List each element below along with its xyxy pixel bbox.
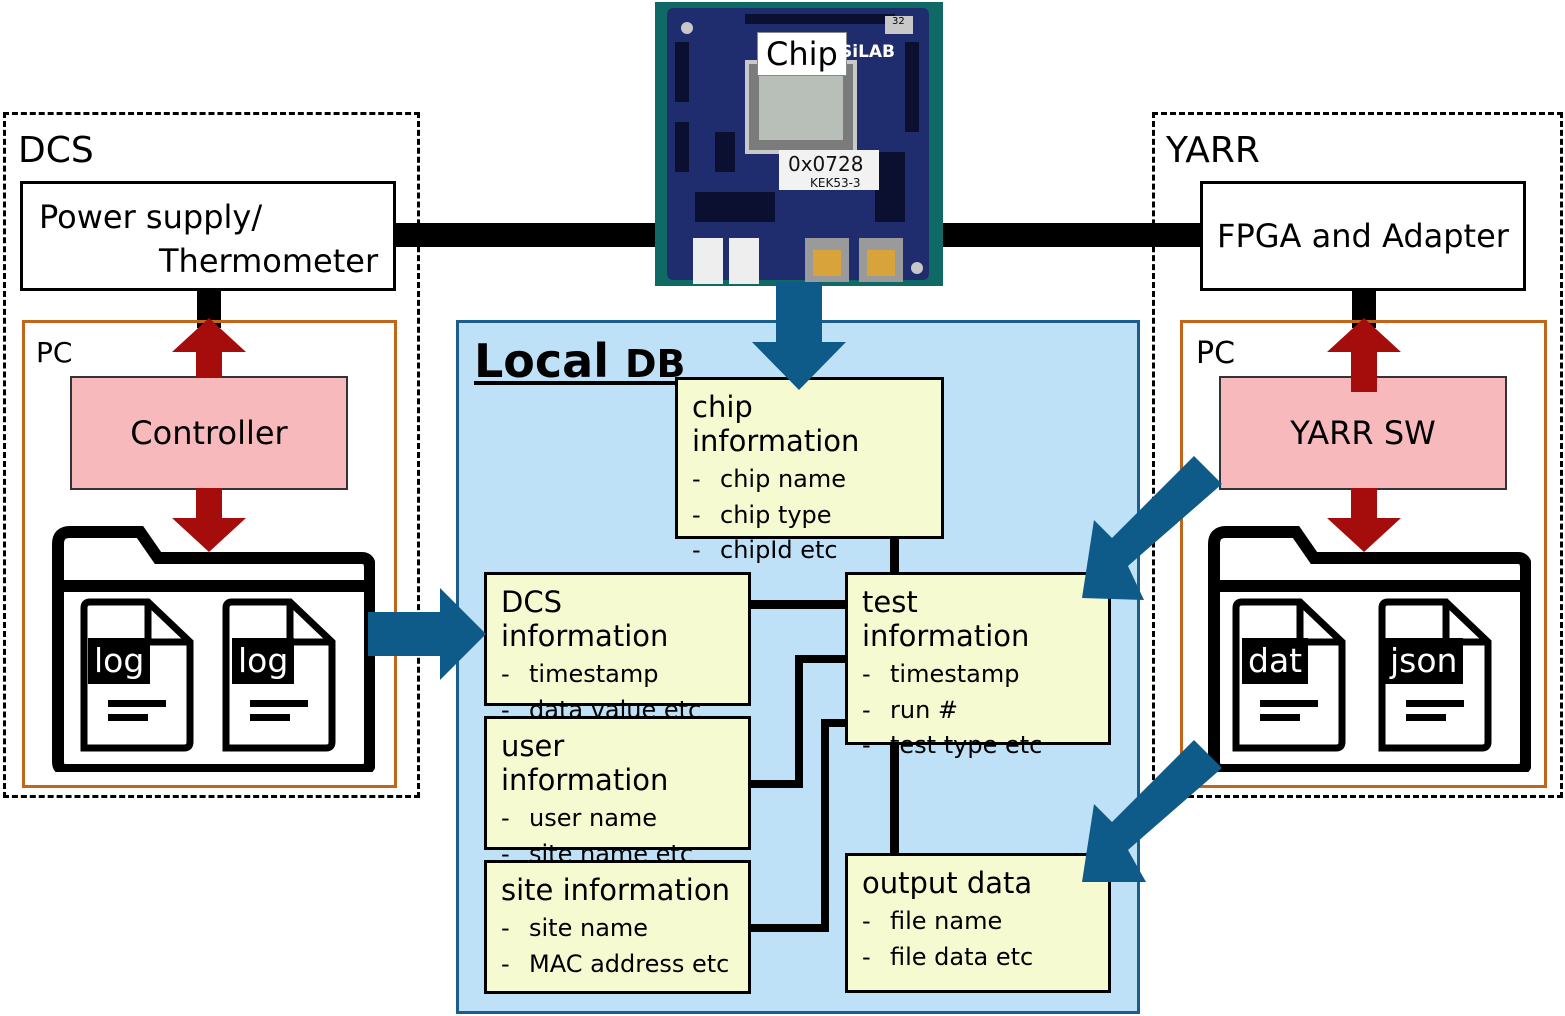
list-item: -chipId etc — [692, 536, 838, 564]
board-id-label: 0x0728 — [788, 152, 864, 176]
test-information-box: test information -timestamp -run # -test… — [845, 572, 1111, 759]
board-number: 32 — [892, 16, 905, 27]
list-item: -site name — [501, 914, 649, 942]
test-output-link — [890, 743, 899, 855]
blue-arrow-right-icon — [368, 588, 486, 680]
power-supply-label-1: Power supply/ — [39, 198, 263, 236]
dcs-group — [3, 112, 420, 798]
site-test-link-h2 — [821, 719, 847, 727]
list-item: -test type etc — [862, 731, 1043, 759]
dcs-pc-label: PC — [36, 336, 73, 369]
chip-test-link — [890, 536, 899, 576]
chip-label: Chip — [757, 32, 847, 76]
red-arrow-up-icon — [172, 318, 246, 378]
yarr-pc-label: PC — [1196, 336, 1236, 371]
user-information-box: user information -user name -site name e… — [484, 716, 751, 868]
dcs-file-label-2: log — [232, 638, 295, 684]
yarr-group — [1152, 112, 1563, 798]
controller-box: Controller — [70, 376, 348, 490]
fpga-adapter-box: FPGA and Adapter — [1200, 181, 1526, 291]
board-sub-label: KEK53-3 — [810, 176, 861, 190]
output-data-box: output data -file name -file data etc — [845, 853, 1111, 993]
list-item: -run # — [862, 695, 959, 724]
red-arrow-up-icon — [1327, 318, 1401, 392]
user-information-title: user information — [501, 729, 669, 797]
list-item: -user name — [501, 804, 658, 832]
red-arrow-down-icon — [1327, 488, 1401, 552]
yarr-title: YARR — [1166, 130, 1260, 171]
blue-arrow-down-icon — [752, 282, 846, 390]
site-information-title: site information — [501, 873, 730, 907]
user-test-link-v — [795, 655, 803, 788]
red-arrow-down-icon — [172, 488, 246, 552]
site-test-link-h1 — [749, 924, 829, 932]
dcs-information-title: DCS information — [501, 585, 669, 653]
yarr-file-label-1: dat — [1242, 638, 1309, 684]
power-supply-label-2: Thermometer — [159, 242, 379, 280]
silab-logo: SiLAB — [840, 42, 896, 62]
dcs-folder-icon — [50, 522, 376, 776]
list-item: -file data etc — [862, 942, 1034, 971]
list-item: -MAC address etc — [501, 949, 730, 978]
test-information-title: test information — [862, 585, 1030, 653]
blue-arrow-diag-icon — [1082, 740, 1222, 882]
user-test-link-h2 — [795, 655, 847, 663]
dcs-file-label-1: log — [88, 638, 151, 684]
dcs-chip-link — [395, 223, 665, 247]
local-db-title-a: Local — [474, 334, 609, 388]
yarr-sw-box: YARR SW — [1219, 376, 1507, 490]
list-item: -chip name — [692, 465, 846, 493]
user-test-link-h1 — [749, 780, 803, 788]
dcs-test-link — [749, 600, 847, 609]
site-test-link-v — [821, 719, 829, 932]
list-item: -timestamp — [501, 660, 659, 688]
output-data-title: output data — [862, 866, 1033, 900]
list-item: -timestamp — [862, 660, 1020, 688]
power-supply-box: Power supply/ Thermometer — [20, 181, 396, 291]
list-item: -file name — [862, 907, 1003, 935]
list-item: -chip type — [692, 500, 832, 529]
dcs-title: DCS — [18, 130, 94, 171]
yarr-file-label-2: json — [1384, 638, 1464, 684]
site-information-box: site information -site name -MAC address… — [484, 860, 751, 994]
blue-arrow-diag-icon — [1082, 456, 1222, 600]
chip-yarr-link — [935, 223, 1203, 247]
chip-information-box: chip information -chip name -chip type -… — [675, 377, 944, 564]
chip-information-title: chip information — [692, 390, 860, 458]
